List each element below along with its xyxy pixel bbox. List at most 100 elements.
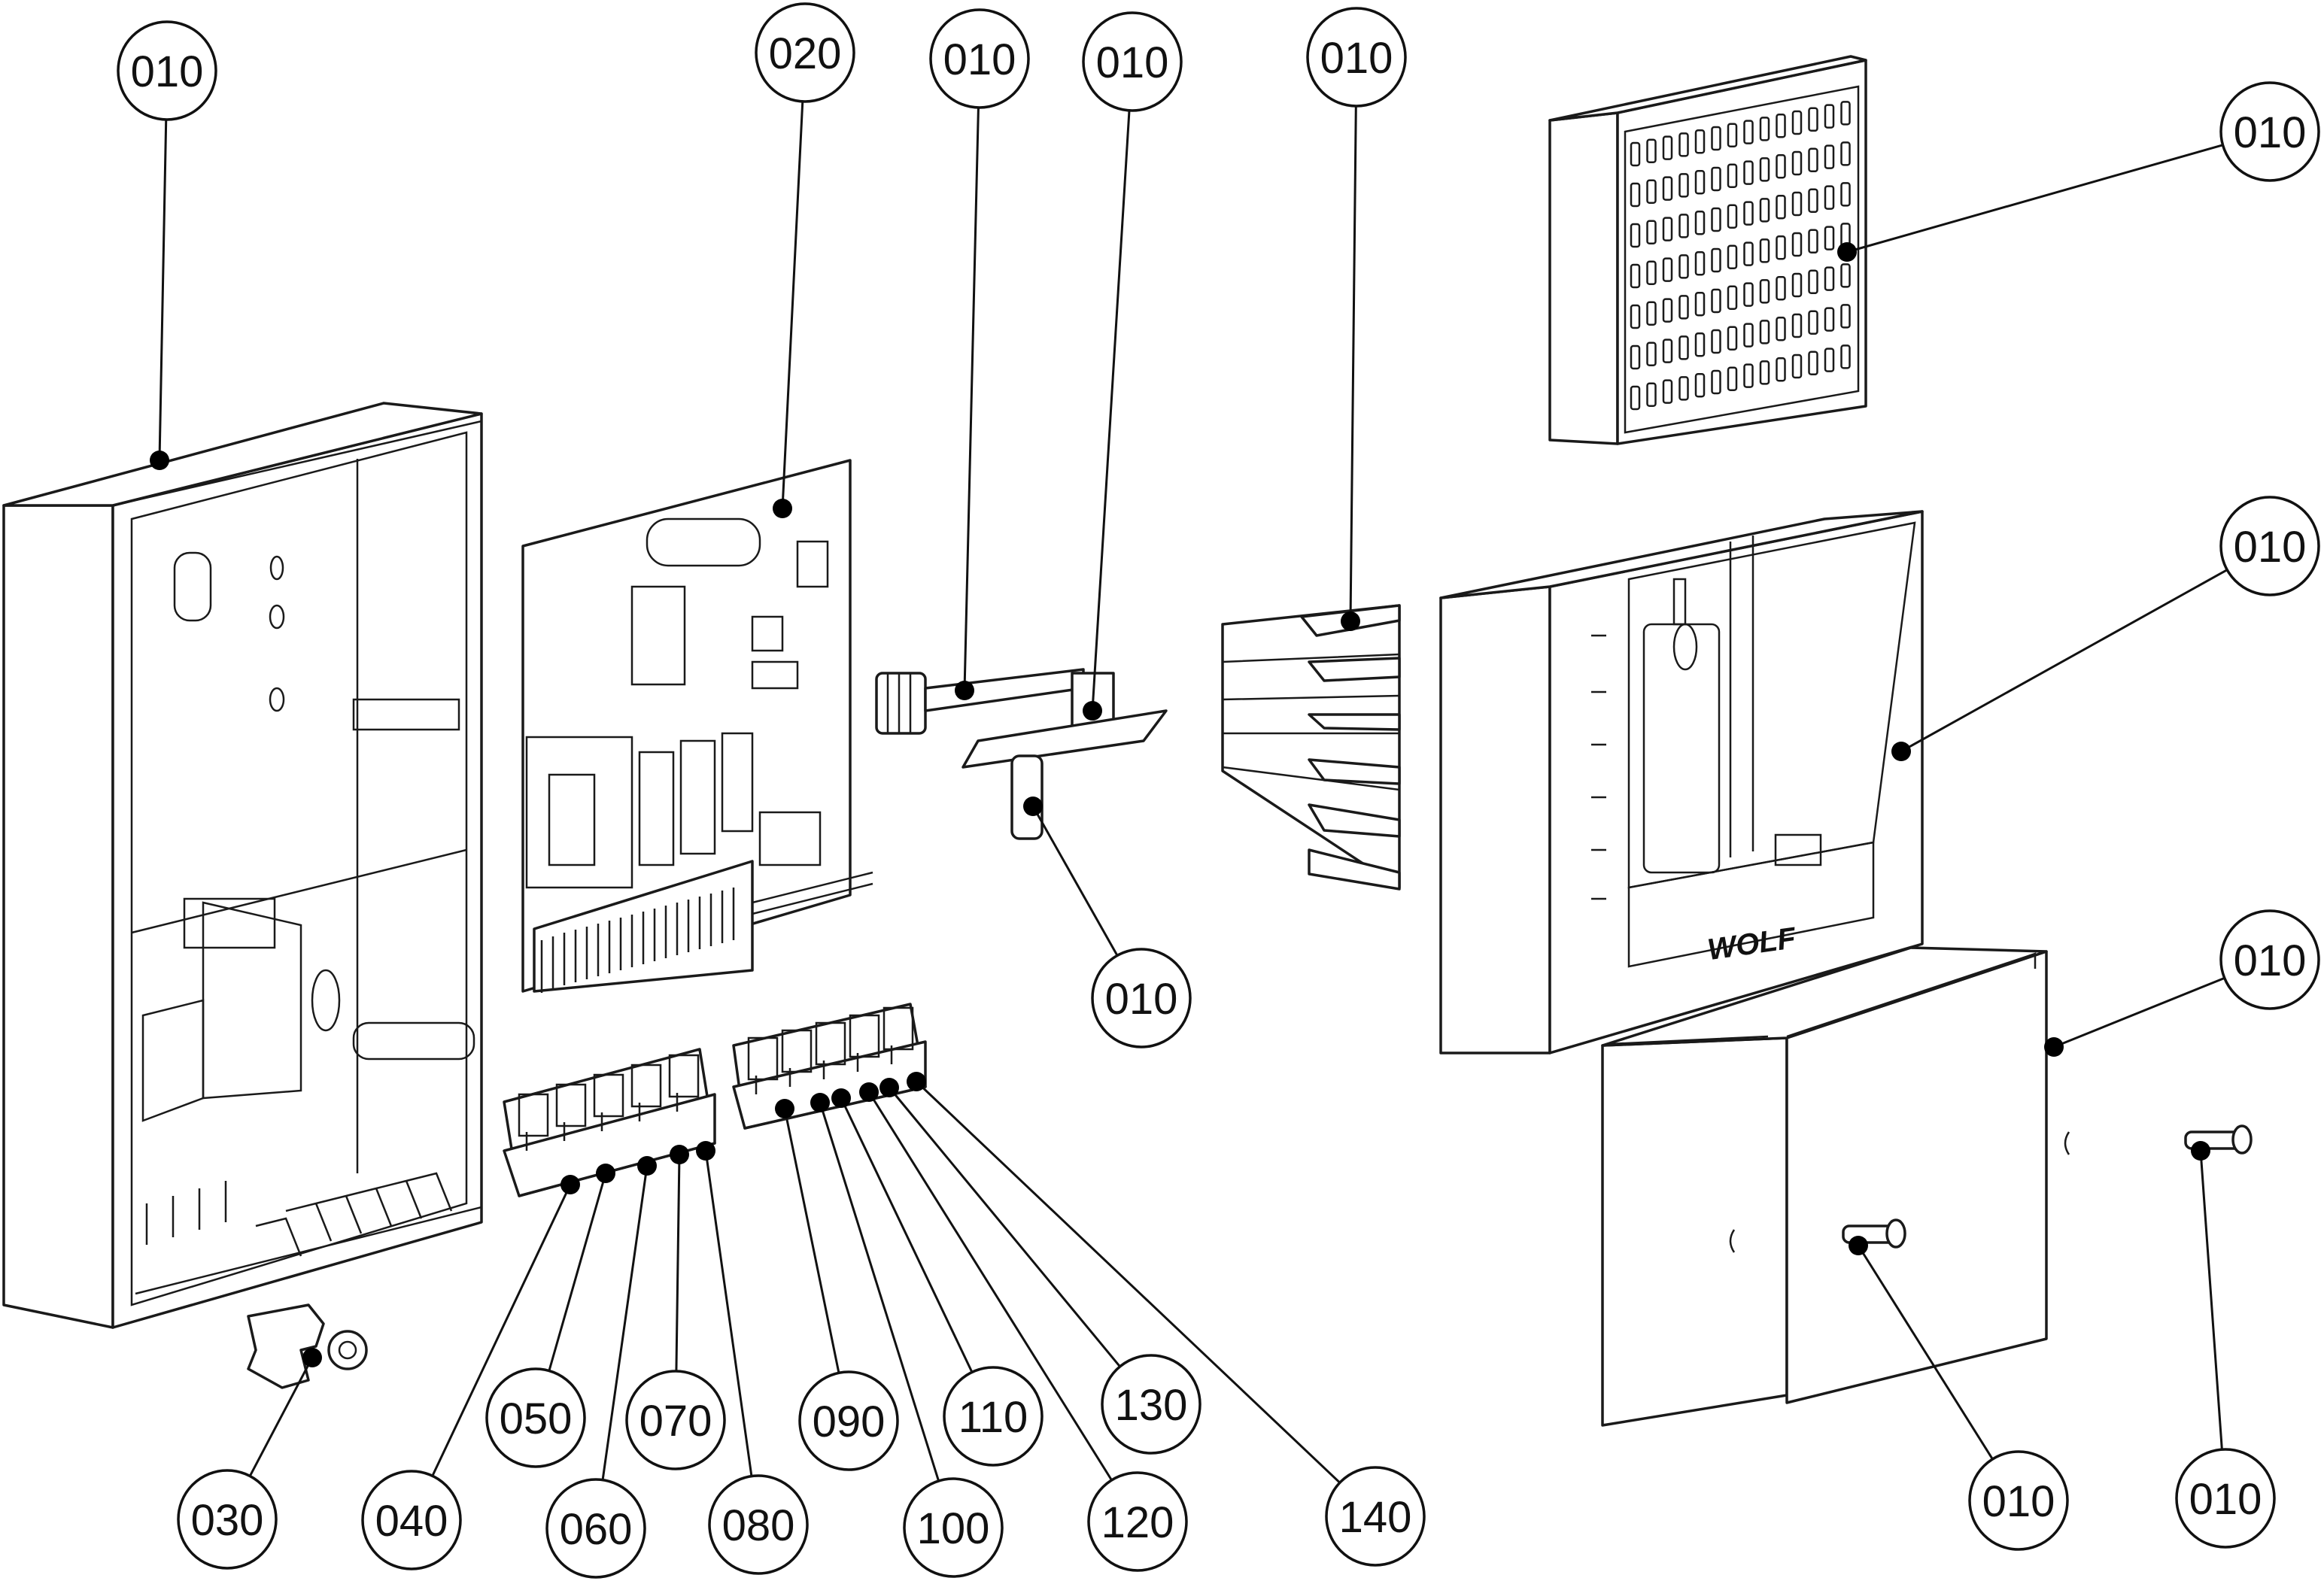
terminal-slot: [883, 1006, 914, 1064]
leader-dot: [2191, 1141, 2210, 1161]
leader-line: [704, 1150, 753, 1476]
callout-circle: [1325, 1466, 1426, 1567]
callout-label: 060: [560, 1505, 633, 1554]
grille-slot: [1662, 176, 1673, 201]
grille-slot: [1646, 260, 1657, 286]
grille-slot: [1694, 372, 1706, 398]
grille-slot: [1824, 307, 1835, 332]
leader-dot: [859, 1082, 879, 1102]
callout-010: 010: [1968, 1450, 2069, 1551]
callout-140: 140: [1325, 1466, 1426, 1567]
grille-slot: [1727, 204, 1738, 229]
callout-label: 020: [769, 29, 842, 78]
callout-010: 010: [2219, 81, 2320, 182]
callout-010: 010: [1306, 7, 1407, 108]
grille-slot: [1662, 338, 1673, 363]
grille-slot: [1743, 323, 1754, 347]
terminal-slot: [668, 1054, 700, 1112]
callout-020: 020: [755, 2, 855, 103]
callout-circle: [708, 1474, 809, 1575]
callout-050: 050: [485, 1367, 586, 1468]
leader-dot: [696, 1141, 715, 1161]
grille-slot: [1743, 282, 1754, 307]
callout-circle: [2219, 81, 2320, 182]
grille-slot: [1694, 291, 1706, 317]
grille-slot: [1743, 201, 1754, 226]
leader-dot: [1083, 701, 1102, 721]
leader-line: [158, 119, 168, 461]
callout-label: 010: [1096, 38, 1169, 87]
grille-slot: [1840, 141, 1851, 166]
callout-010: 010: [2175, 1448, 2276, 1549]
callout-010: 010: [117, 20, 217, 121]
grille-slot: [1711, 369, 1721, 395]
callout-circle: [2175, 1448, 2276, 1549]
grille-slot: [1808, 188, 1818, 214]
leader-line: [819, 1102, 940, 1482]
pcb-board: [521, 459, 873, 993]
callout-130: 130: [1101, 1354, 1201, 1455]
callout-circle: [755, 2, 855, 103]
callout-label: 040: [375, 1497, 448, 1546]
grille-slot: [1808, 350, 1818, 376]
leader-dot: [1023, 797, 1043, 816]
grille-slot: [1791, 313, 1803, 338]
grille-slot: [1678, 376, 1689, 401]
callout-label: 010: [2234, 108, 2307, 157]
callout-090: 090: [798, 1370, 899, 1471]
callout-circle: [903, 1477, 1004, 1578]
grille-slot: [1791, 110, 1803, 135]
leader-line: [601, 1165, 649, 1480]
grille-slot: [1776, 153, 1786, 179]
grille-slot: [1791, 150, 1803, 176]
grille-slot: [1711, 247, 1721, 273]
leader-line: [1857, 1245, 1994, 1460]
bottom-cover: [1601, 946, 2070, 1427]
callout-circle: [1968, 1450, 2069, 1551]
callout-label: 070: [639, 1397, 712, 1446]
callout-060: 060: [545, 1478, 646, 1579]
back-housing: [2, 402, 483, 1329]
grille-slot: [1727, 285, 1738, 311]
grille-slot: [1824, 347, 1835, 372]
callout-label: 010: [2234, 523, 2307, 572]
grille-slot: [1694, 210, 1706, 235]
grille-slot: [1759, 320, 1770, 344]
leader-dot: [150, 451, 169, 470]
grille-slot: [1646, 179, 1657, 205]
callout-label: 030: [191, 1496, 264, 1545]
grille-slot: [1630, 304, 1641, 329]
grille-slot: [1824, 266, 1835, 291]
housing-terminal-teeth: [135, 1172, 482, 1295]
grille-slot: [1743, 241, 1754, 266]
leader-dot: [670, 1145, 689, 1164]
leader-dot: [879, 1078, 899, 1097]
callout-circle: [1101, 1354, 1201, 1455]
leader-line: [781, 101, 804, 509]
leader-line: [783, 1108, 840, 1373]
grille-slot: [1808, 229, 1818, 254]
callout-circle: [798, 1370, 899, 1471]
grille-slot: [1824, 104, 1835, 129]
leader-line: [867, 1091, 1113, 1481]
grille-slot: [1808, 269, 1818, 295]
callout-circle: [1082, 11, 1183, 112]
grille-slot: [1630, 344, 1641, 370]
terminal-slot: [815, 1021, 846, 1079]
grille-slot: [1646, 341, 1657, 367]
callout-label: 010: [943, 35, 1016, 84]
callout-circle: [485, 1367, 586, 1468]
callout-070: 070: [625, 1370, 726, 1470]
callout-030: 030: [177, 1469, 278, 1570]
grille-slot: [1776, 275, 1786, 301]
callout-label: 010: [2189, 1475, 2262, 1524]
grille-slot: [1759, 238, 1770, 263]
grille-slot: [1824, 185, 1835, 210]
callout-100: 100: [903, 1477, 1004, 1578]
leader-dot: [1837, 242, 1857, 262]
terminal-block-right: [732, 1003, 927, 1130]
grille-slot: [1678, 295, 1689, 320]
callout-label: 050: [500, 1394, 573, 1443]
